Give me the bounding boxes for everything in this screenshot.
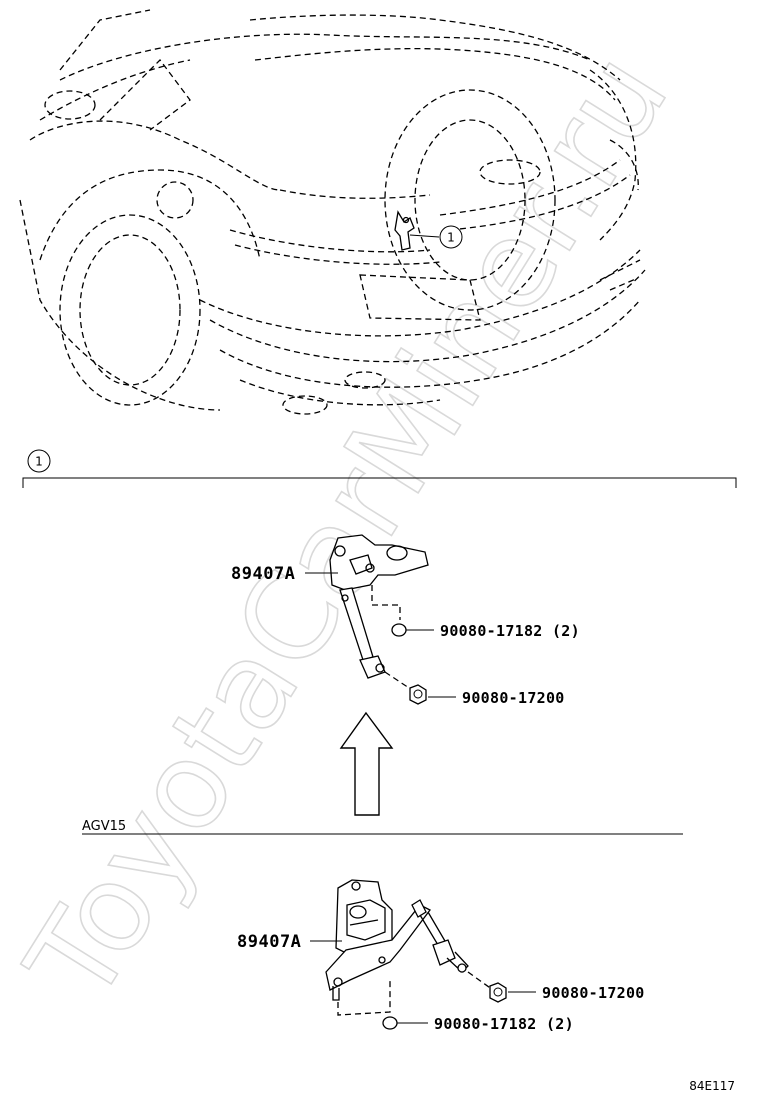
callout-number: 1 [447,231,455,245]
lower-nut-label: 90080-17200 [542,984,645,1002]
lower-part-callout: 89407A [237,932,342,952]
lower-nut: 90080-17200 [489,982,645,1003]
upper-nut: 90080-17200 [384,671,565,707]
up-arrow-icon [339,711,394,816]
watermark-text: ToyotaCarMiner.ru [1,30,695,1026]
section-number: 1 [35,455,43,469]
lower-bolt-label: 90080-17182 (2) [434,1015,574,1033]
upper-part-callout: 89407A [231,564,338,584]
variant-section: AGV15 [82,819,683,835]
watermark: ToyotaCarMiner.ru [0,29,696,1027]
callout-1: 1 [409,225,463,249]
upper-height-sensor [329,534,429,679]
figure-code: 84E117 [689,1079,735,1093]
upper-bolt-label: 90080-17182 (2) [440,622,580,640]
lower-part-label: 89407A [237,932,301,952]
variant-label: AGV15 [82,819,126,834]
lower-bolt: 90080-17182 (2) [382,1015,574,1033]
upper-nut-label: 90080-17200 [462,689,565,707]
vehicle-rear-illustration [19,9,646,415]
lower-height-sensor [325,879,494,1016]
upper-part-label: 89407A [231,564,295,584]
upper-bolt: 90080-17182 (2) [391,622,580,640]
section-header: 1 [22,449,737,488]
